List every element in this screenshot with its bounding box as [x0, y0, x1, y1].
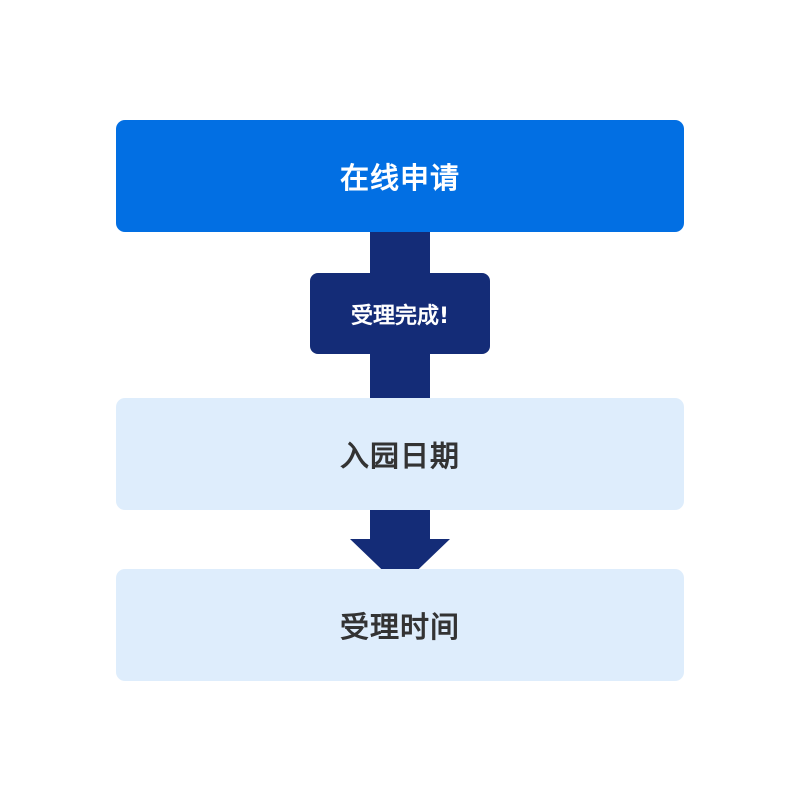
step-acceptance-time: 受理时间	[116, 569, 684, 681]
connector-2	[370, 510, 430, 540]
step-acceptance-time-label: 受理时间	[339, 610, 460, 644]
status-badge: 受理完成!	[310, 273, 490, 354]
step-online-application: 在线申请	[116, 120, 684, 232]
step-enrollment-date-label: 入园日期	[339, 439, 460, 473]
step-enrollment-date: 入园日期	[116, 398, 684, 510]
status-badge-label: 受理完成!	[350, 303, 450, 329]
step-online-application-label: 在线申请	[339, 161, 460, 195]
